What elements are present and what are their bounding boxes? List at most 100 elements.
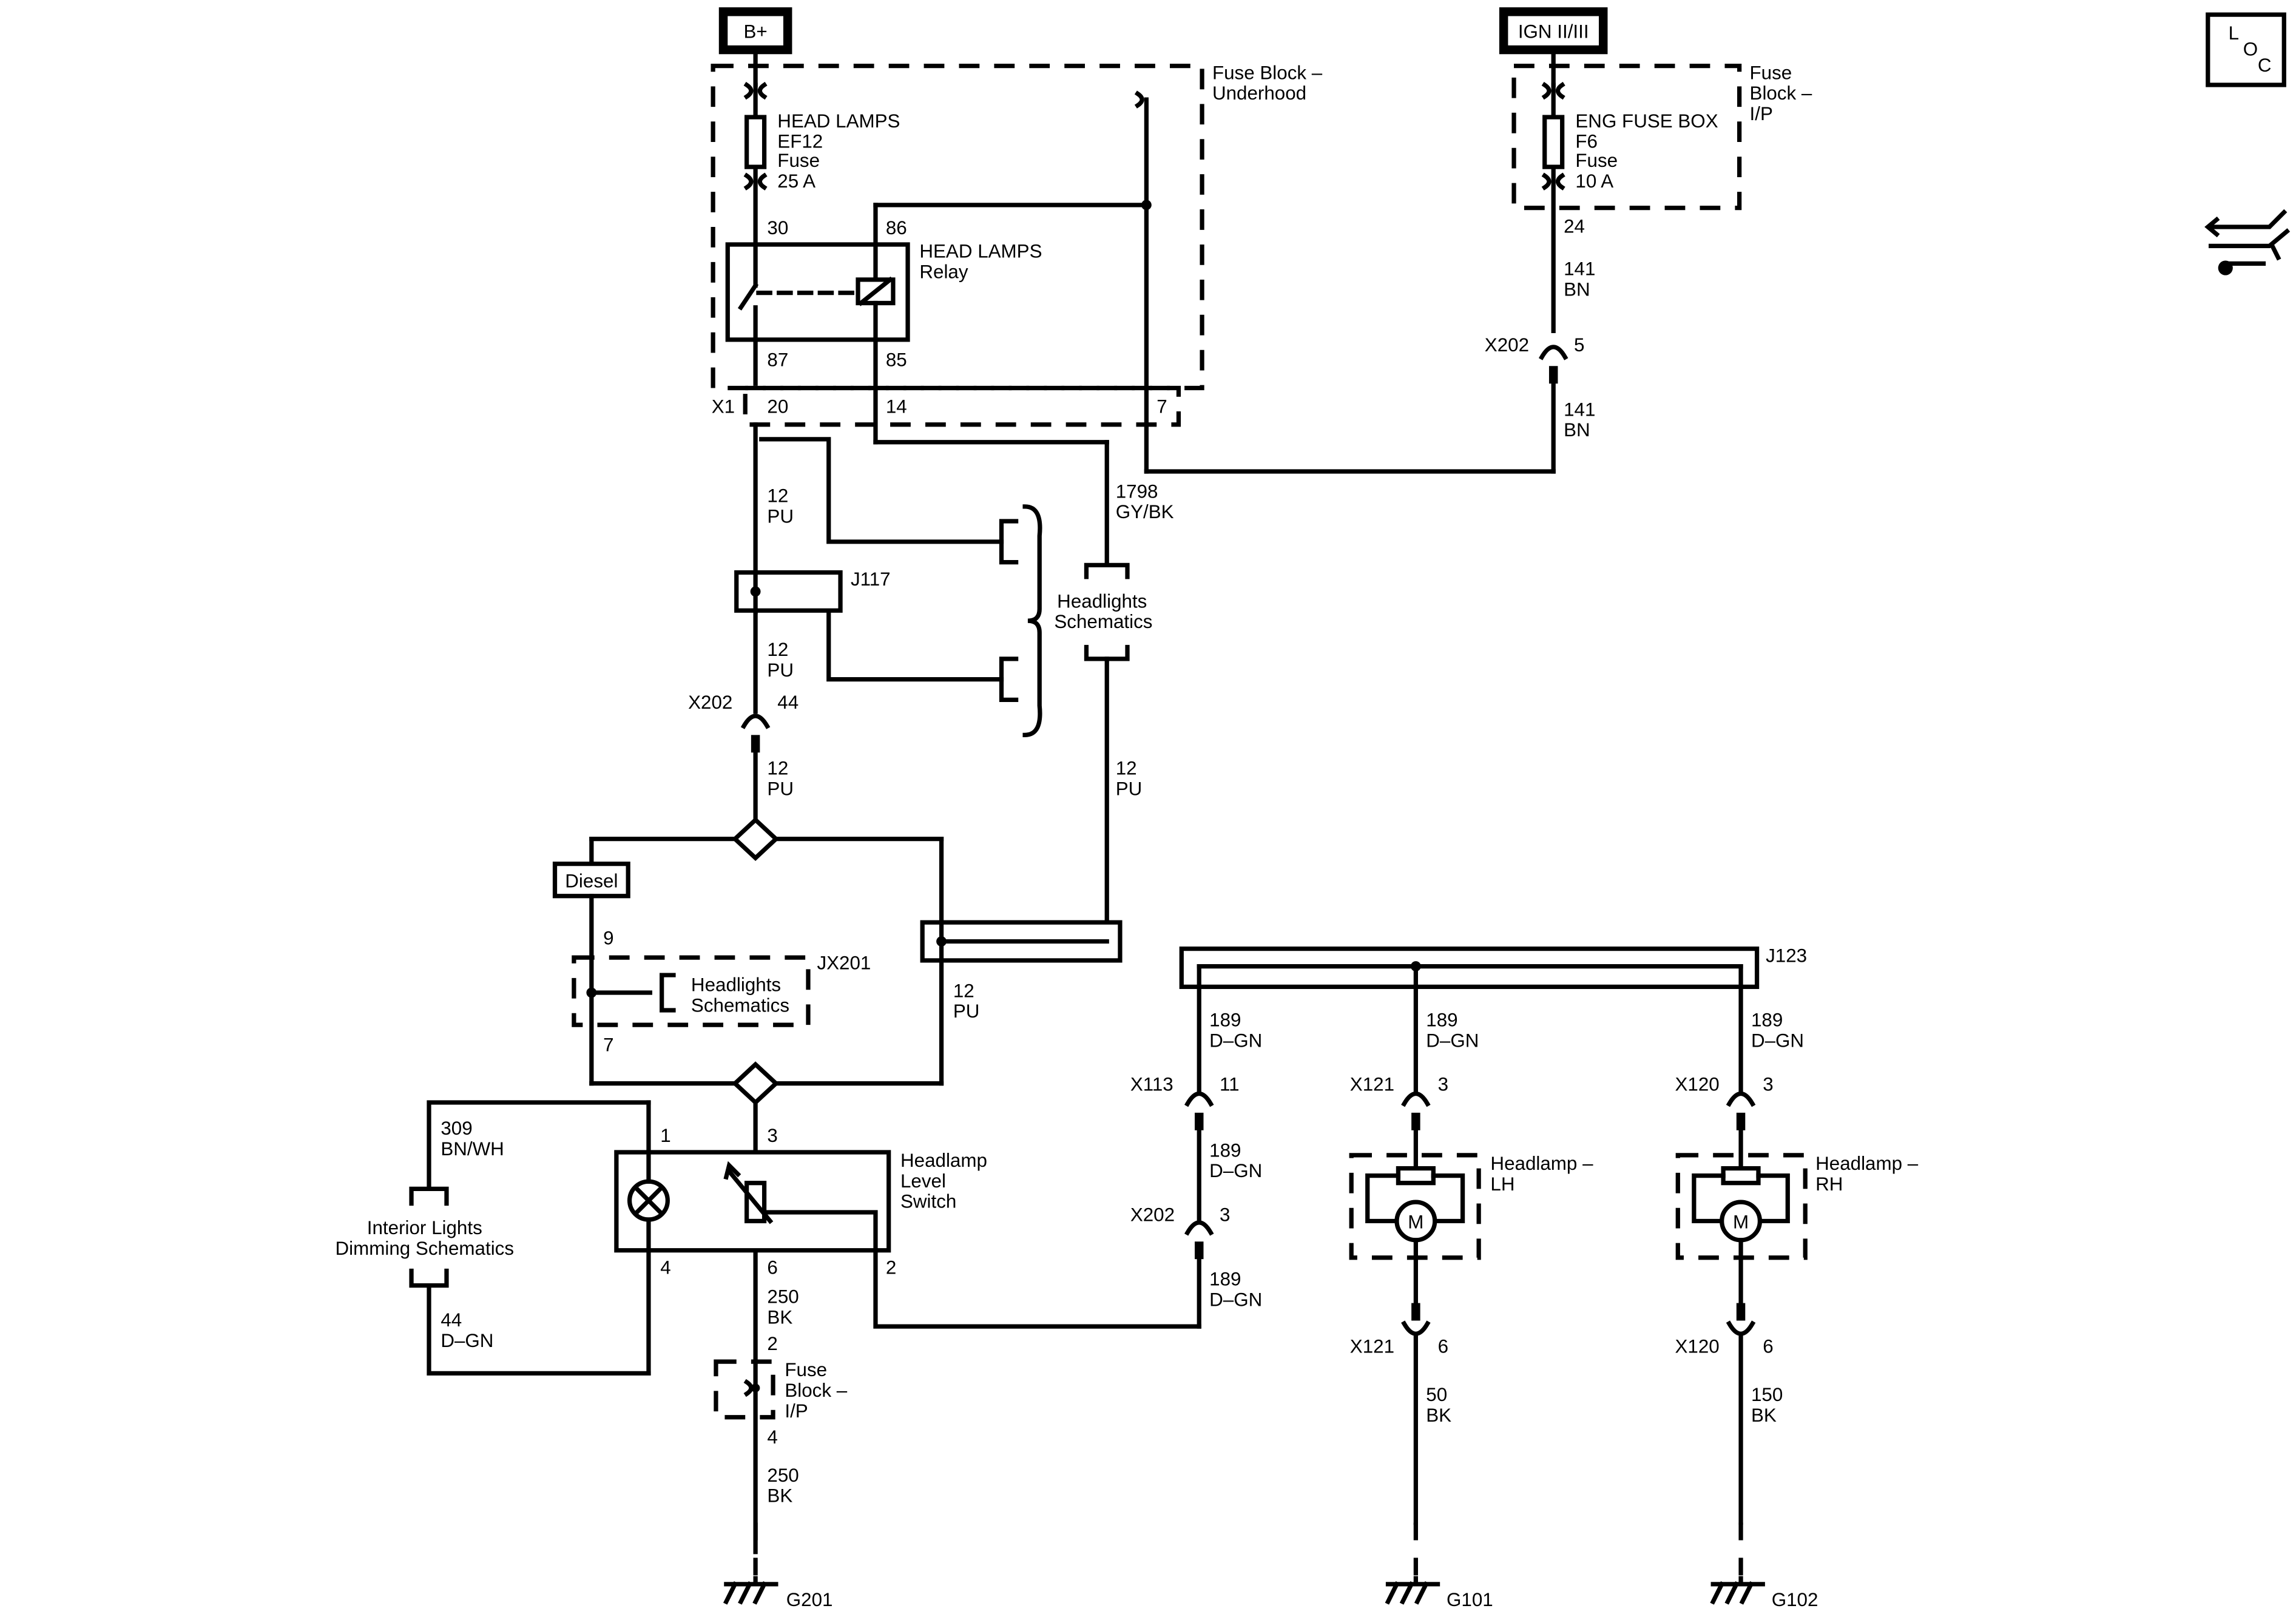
wire12-top-color: PU [767,505,794,527]
loc-letter-c: C [2258,55,2272,76]
jx201-splice [572,955,811,1027]
pin-24: 24 [1564,216,1585,237]
wire12-c-color: PU [767,778,794,799]
level-switch-pin2: 2 [886,1257,896,1278]
wire50-num: 50 [1426,1384,1447,1405]
ef12-label-4: 25 A [777,170,815,192]
f6-fuse [1542,115,1565,169]
wire12-d-num: 12 [1116,757,1137,778]
x1-pin20: 20 [767,396,788,417]
wire12-b-color: PU [767,660,794,681]
wire250-a-num: 250 [767,1286,799,1308]
wire150-num: 150 [1751,1384,1783,1405]
level-switch-pin4: 4 [660,1257,670,1278]
x121-3-name: X121 [1350,1074,1394,1095]
wire12-c-num: 12 [767,757,788,778]
wire12-e-num: 12 [953,980,974,1001]
fuse-block-underhood-label-1: Fuse Block – [1212,62,1323,83]
jx201-label: JX201 [817,952,871,973]
fuse-block-ip2-pin2: 2 [767,1333,777,1354]
ef12-label-3: Fuse [777,150,820,171]
wire189-b-num: 189 [1209,1139,1241,1161]
fuse-terminal-top [743,81,768,100]
fuse-block-ip-label-1: Fuse [1750,62,1792,83]
ign-box [1499,7,1608,55]
level-switch-pin3: 3 [767,1125,777,1146]
x120-6-name: X120 [1675,1336,1719,1357]
x1-pin14: 14 [886,396,907,417]
fuse-block-ip-label-3: I/P [1750,103,1773,124]
f6-label-3: Fuse [1575,150,1618,171]
wire12-d-color: PU [1116,778,1143,799]
x113-11-connector [1184,1092,1214,1107]
x120-3-pin: 3 [1763,1074,1773,1095]
loc-letter-o: O [2243,39,2258,60]
wire250-b-color: BK [767,1485,792,1507]
wire141a-num: 141 [1564,258,1595,280]
ef12-label-2: EF12 [777,131,823,152]
wire189-b-color: D–GN [1209,1160,1262,1181]
ground-g201-icon [723,1576,778,1605]
wire12-e-color: PU [953,1001,980,1022]
x1-connector [743,385,1181,427]
level-switch-label-1: Headlamp [900,1150,987,1171]
wire12-b-num: 12 [767,639,788,660]
splice-diamond-top [732,817,780,861]
x120-6-connector [1726,1320,1756,1336]
potentiometer [745,1181,767,1224]
x120-6-pin: 6 [1763,1336,1773,1357]
x202-44-connector [740,714,771,729]
wire189-e-num: 189 [1751,1010,1783,1031]
headlamp-rh-line2: RH [1815,1173,1843,1195]
level-switch-pin1: 1 [660,1125,670,1146]
x121-3-connector [1401,1092,1431,1107]
x121-3-pin: 3 [1438,1074,1448,1095]
headlights-schem-2-line1: Headlights [691,974,781,996]
x113-11-name: X113 [1130,1074,1173,1095]
wire309-num: 309 [441,1118,472,1139]
level-switch-pin6: 6 [767,1257,777,1278]
headlamp-lh-line2: LH [1490,1173,1514,1195]
x202-5-pin: 5 [1574,334,1584,356]
x202-44-name: X202 [688,692,732,713]
fuse-block-ip2-line3: I/P [785,1400,808,1422]
wire189-d-num: 189 [1209,1269,1241,1290]
headlights-schem-1-line2: Schematics [1054,611,1152,632]
headlamp-lh-line1: Headlamp – [1490,1153,1593,1174]
motor-lh-label: M [1408,1212,1423,1233]
wire189-a-num: 189 [1209,1010,1241,1031]
j123-label: J123 [1766,945,1807,966]
interior-dim-line2: Dimming Schematics [336,1238,515,1259]
ground-g101-label: G101 [1447,1589,1493,1610]
loc-letter-l: L [2229,22,2239,44]
diesel-label: Diesel [565,870,618,891]
fuse-block-ip [1511,63,1742,211]
ef12-label-1: HEAD LAMPS [777,110,900,132]
x202-44-pin: 44 [777,692,799,713]
fuse-block-ip2-line1: Fuse [785,1359,827,1380]
interior-dim-line1: Interior Lights [367,1217,482,1238]
motor-rh-label: M [1733,1212,1749,1233]
x121-6-connector [1401,1320,1431,1336]
wire12-top-num: 12 [767,485,788,507]
wire189-c-num: 189 [1426,1010,1457,1031]
ef12-fuse [745,115,767,169]
headlights-schem-1-line1: Headlights [1057,590,1147,612]
ground-g101-icon [1385,1576,1440,1605]
x121-6-name: X121 [1350,1336,1394,1357]
wire250-b-num: 250 [767,1465,799,1486]
wire189-d-color: D–GN [1209,1289,1262,1310]
wire309-color: BN/WH [441,1138,504,1160]
wire189-c-color: D–GN [1426,1030,1479,1051]
ign-label: IGN II/III [1518,21,1589,42]
wire44-num: 44 [441,1309,462,1331]
x1-pin7: 7 [1156,396,1167,417]
loc-icon[interactable] [2206,12,2286,87]
wire1798-num: 1798 [1116,481,1158,502]
wire-transfer-icon[interactable] [2204,209,2291,275]
wire1798-color: GY/BK [1116,501,1174,522]
jx201-pin9: 9 [603,927,613,948]
fuse-block-ip2-line2: Block – [785,1380,847,1401]
relay-pin30: 30 [767,217,788,238]
